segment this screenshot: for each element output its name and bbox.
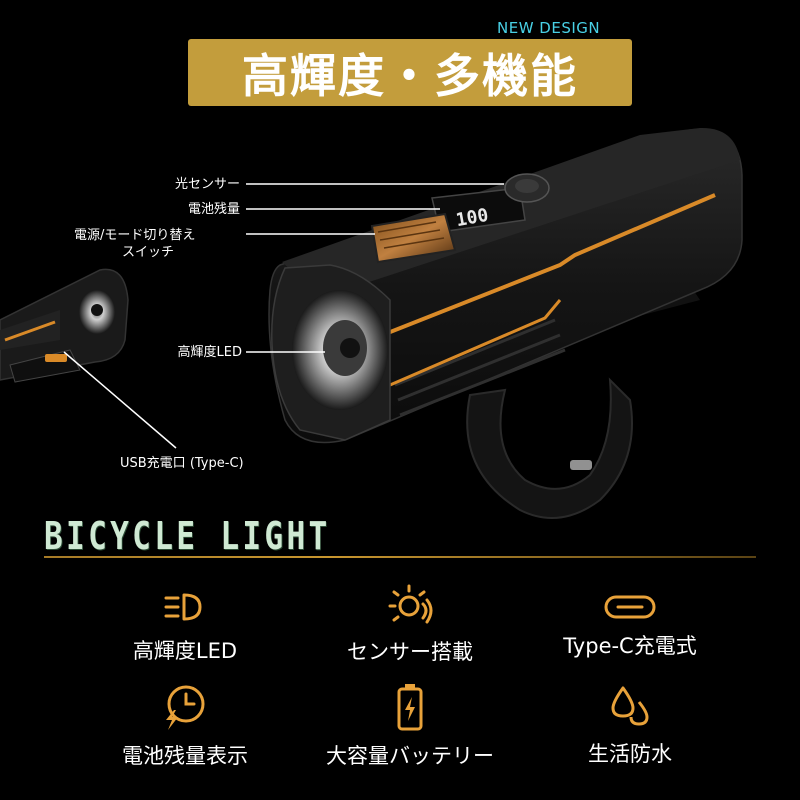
feature-type-c: Type-C充電式 — [515, 592, 745, 660]
feature-sensor: センサー搭載 — [295, 582, 525, 666]
gold-divider — [44, 556, 756, 558]
water-drops-icon — [611, 686, 649, 726]
callout-power-switch-line2: スイッチ — [122, 245, 175, 260]
page-title: 高輝度・多機能 — [242, 48, 578, 103]
title-banner: 高輝度・多機能 — [188, 39, 632, 106]
mode-switch-button — [370, 212, 457, 264]
brand-logo: BICYCLE LIGHT — [44, 514, 393, 558]
callout-battery-level: 電池残量 — [187, 202, 240, 217]
accent-stripe — [369, 193, 716, 342]
callout-led: 高輝度LED — [177, 345, 242, 360]
callout-power-switch: 電源/モード切り替え — [74, 227, 195, 244]
callout-usb-port: USB充電口 (Type-C) — [120, 456, 244, 471]
feature-label: Type-C充電式 — [563, 634, 697, 658]
feature-waterproof: 生活防水 — [515, 684, 745, 768]
callout-light-sensor: 光センサー — [174, 177, 240, 192]
new-design-tag: NEW DESIGN — [497, 19, 601, 37]
feature-label: センサー搭載 — [347, 640, 473, 664]
headlight-icon — [164, 593, 202, 621]
battery-icon — [397, 684, 423, 731]
usb-side-inset — [0, 268, 129, 383]
feature-label: 大容量バッテリー — [326, 744, 494, 768]
sun-sensor-icon — [388, 584, 433, 624]
feature-label: 電池残量表示 — [122, 744, 248, 768]
bicycle-light-product-image: 100 — [0, 127, 743, 519]
feature-battery-display: 電池残量表示 — [70, 682, 300, 770]
battery-clock-icon — [166, 685, 205, 730]
callout-power-switch-line1: 電源/モード切り替え — [74, 228, 196, 243]
handlebar-mount — [466, 377, 633, 519]
feature-label: 生活防水 — [588, 742, 672, 766]
feature-high-brightness: 高輝度LED — [70, 587, 300, 665]
brand-text: BICYCLE LIGHT — [44, 514, 331, 558]
feature-label: 高輝度LED — [132, 639, 238, 663]
usb-c-port-icon — [604, 595, 656, 619]
feature-large-battery: 大容量バッテリー — [295, 682, 525, 770]
